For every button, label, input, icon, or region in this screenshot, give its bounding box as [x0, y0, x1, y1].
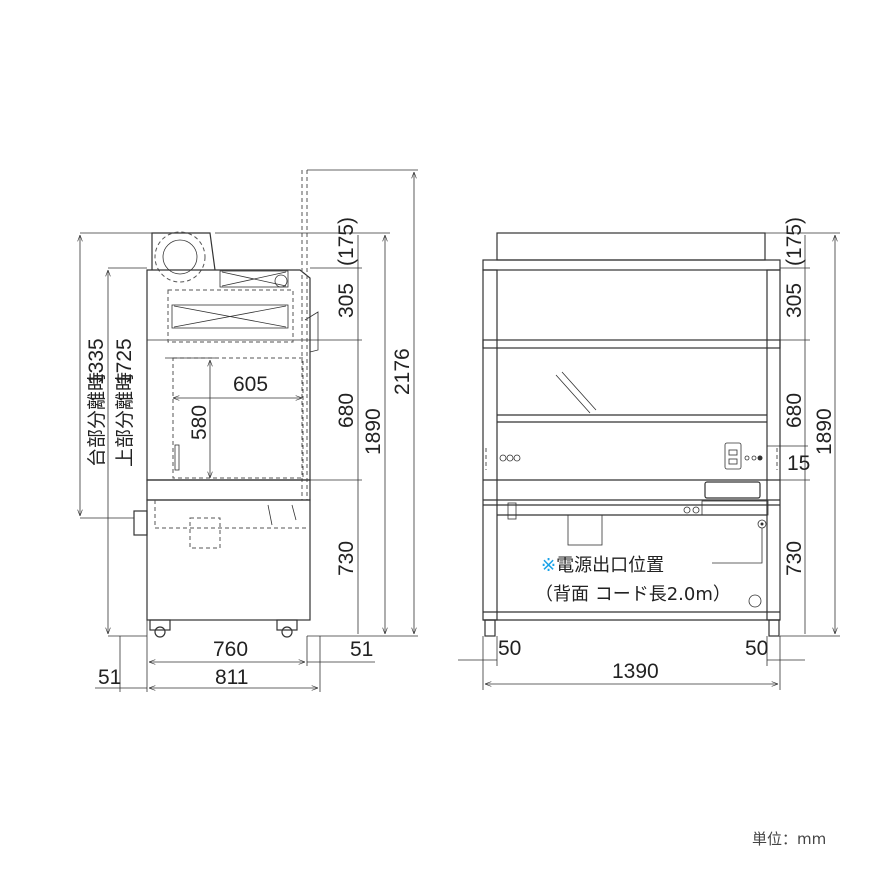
- dim-1335: 1335: [85, 338, 108, 385]
- dim-730: 730: [335, 541, 358, 576]
- control-panel: [704, 481, 761, 499]
- note-line1: ※電源出口位置: [541, 555, 664, 576]
- dim-1725: 1725: [113, 338, 136, 385]
- front-view: ※電源出口位置 （背面 コード長2.0m） (175) 305 680 15 7…: [458, 217, 840, 690]
- dim-2176: 2176: [391, 348, 414, 395]
- top-glass: [496, 232, 766, 261]
- front-dim-50-right: 50: [745, 637, 768, 660]
- dim-680: 680: [335, 393, 358, 428]
- cabinet-upper: [146, 269, 311, 481]
- dim-760: 760: [213, 638, 248, 661]
- dim-811: 811: [215, 666, 248, 689]
- front-dim-50-left: 50: [498, 637, 521, 660]
- front-dim-1390: 1390: [612, 660, 659, 683]
- asterisk-mark: ※: [541, 555, 556, 576]
- outlet: [724, 442, 742, 470]
- label-base-sep: 台部分離時: [86, 372, 108, 467]
- dim-1890: 1890: [362, 408, 385, 455]
- front-dim-175: (175): [783, 217, 806, 266]
- dim-51-left: 51: [98, 666, 121, 689]
- dim-51-right: 51: [350, 638, 373, 661]
- unit-label: 単位：mm: [752, 830, 826, 848]
- label-top-sep: 上部分離時: [114, 372, 136, 467]
- blower-housing: [151, 232, 216, 271]
- left-post: [482, 269, 498, 621]
- dim-305: 305: [335, 283, 358, 318]
- front-dim-680: 680: [783, 393, 806, 428]
- dim-175: (175): [335, 217, 358, 266]
- note-line2: （背面 コード長2.0m）: [535, 584, 731, 605]
- front-dim-1890: 1890: [813, 408, 836, 455]
- front-dim-730: 730: [783, 541, 806, 576]
- dim-580: 580: [188, 405, 211, 440]
- right-post: [766, 269, 781, 621]
- glass-reflection: [555, 371, 597, 414]
- front-dim-15: 15: [787, 452, 810, 475]
- side-view: 1335 台部分離時 1725 上部分離時 605 580 (175) 305 …: [80, 169, 418, 692]
- dim-605: 605: [233, 373, 268, 396]
- front-dim-305: 305: [783, 283, 806, 318]
